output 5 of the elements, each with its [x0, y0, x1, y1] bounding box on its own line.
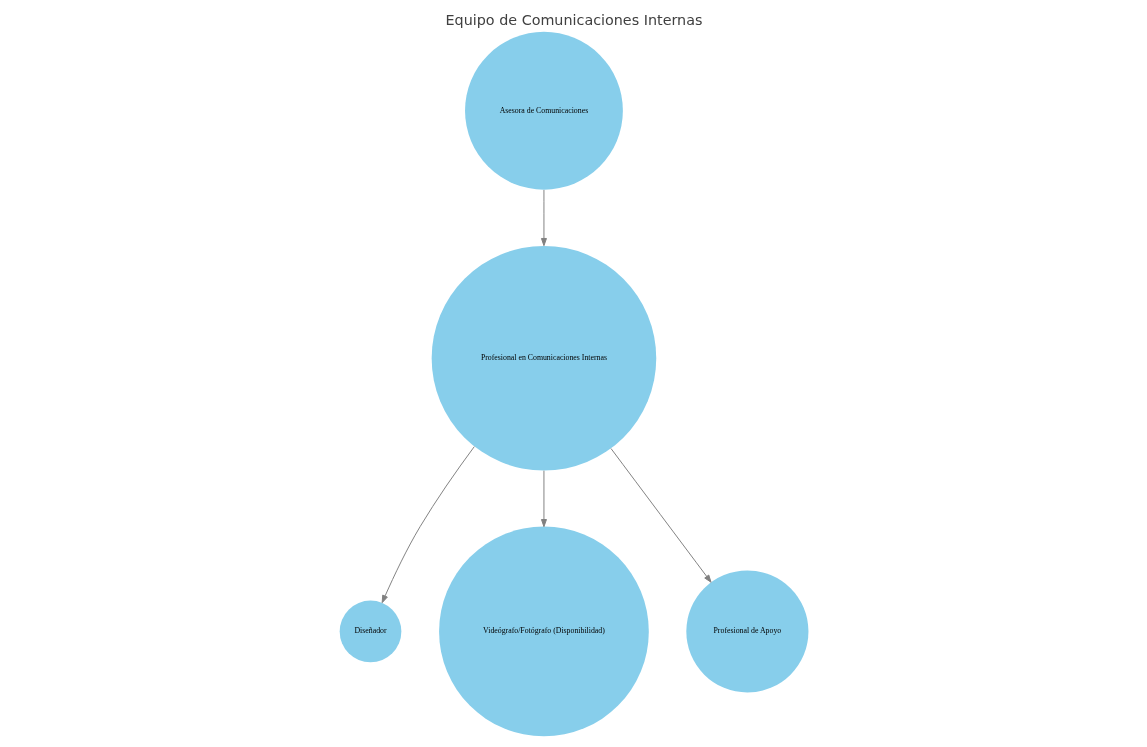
- arrow: [540, 189, 547, 247]
- arrow: [381, 446, 475, 604]
- diagram-title: Equipo de Comunicaciones Internas: [445, 11, 702, 28]
- arrow: [610, 448, 712, 583]
- arrow: [540, 470, 547, 528]
